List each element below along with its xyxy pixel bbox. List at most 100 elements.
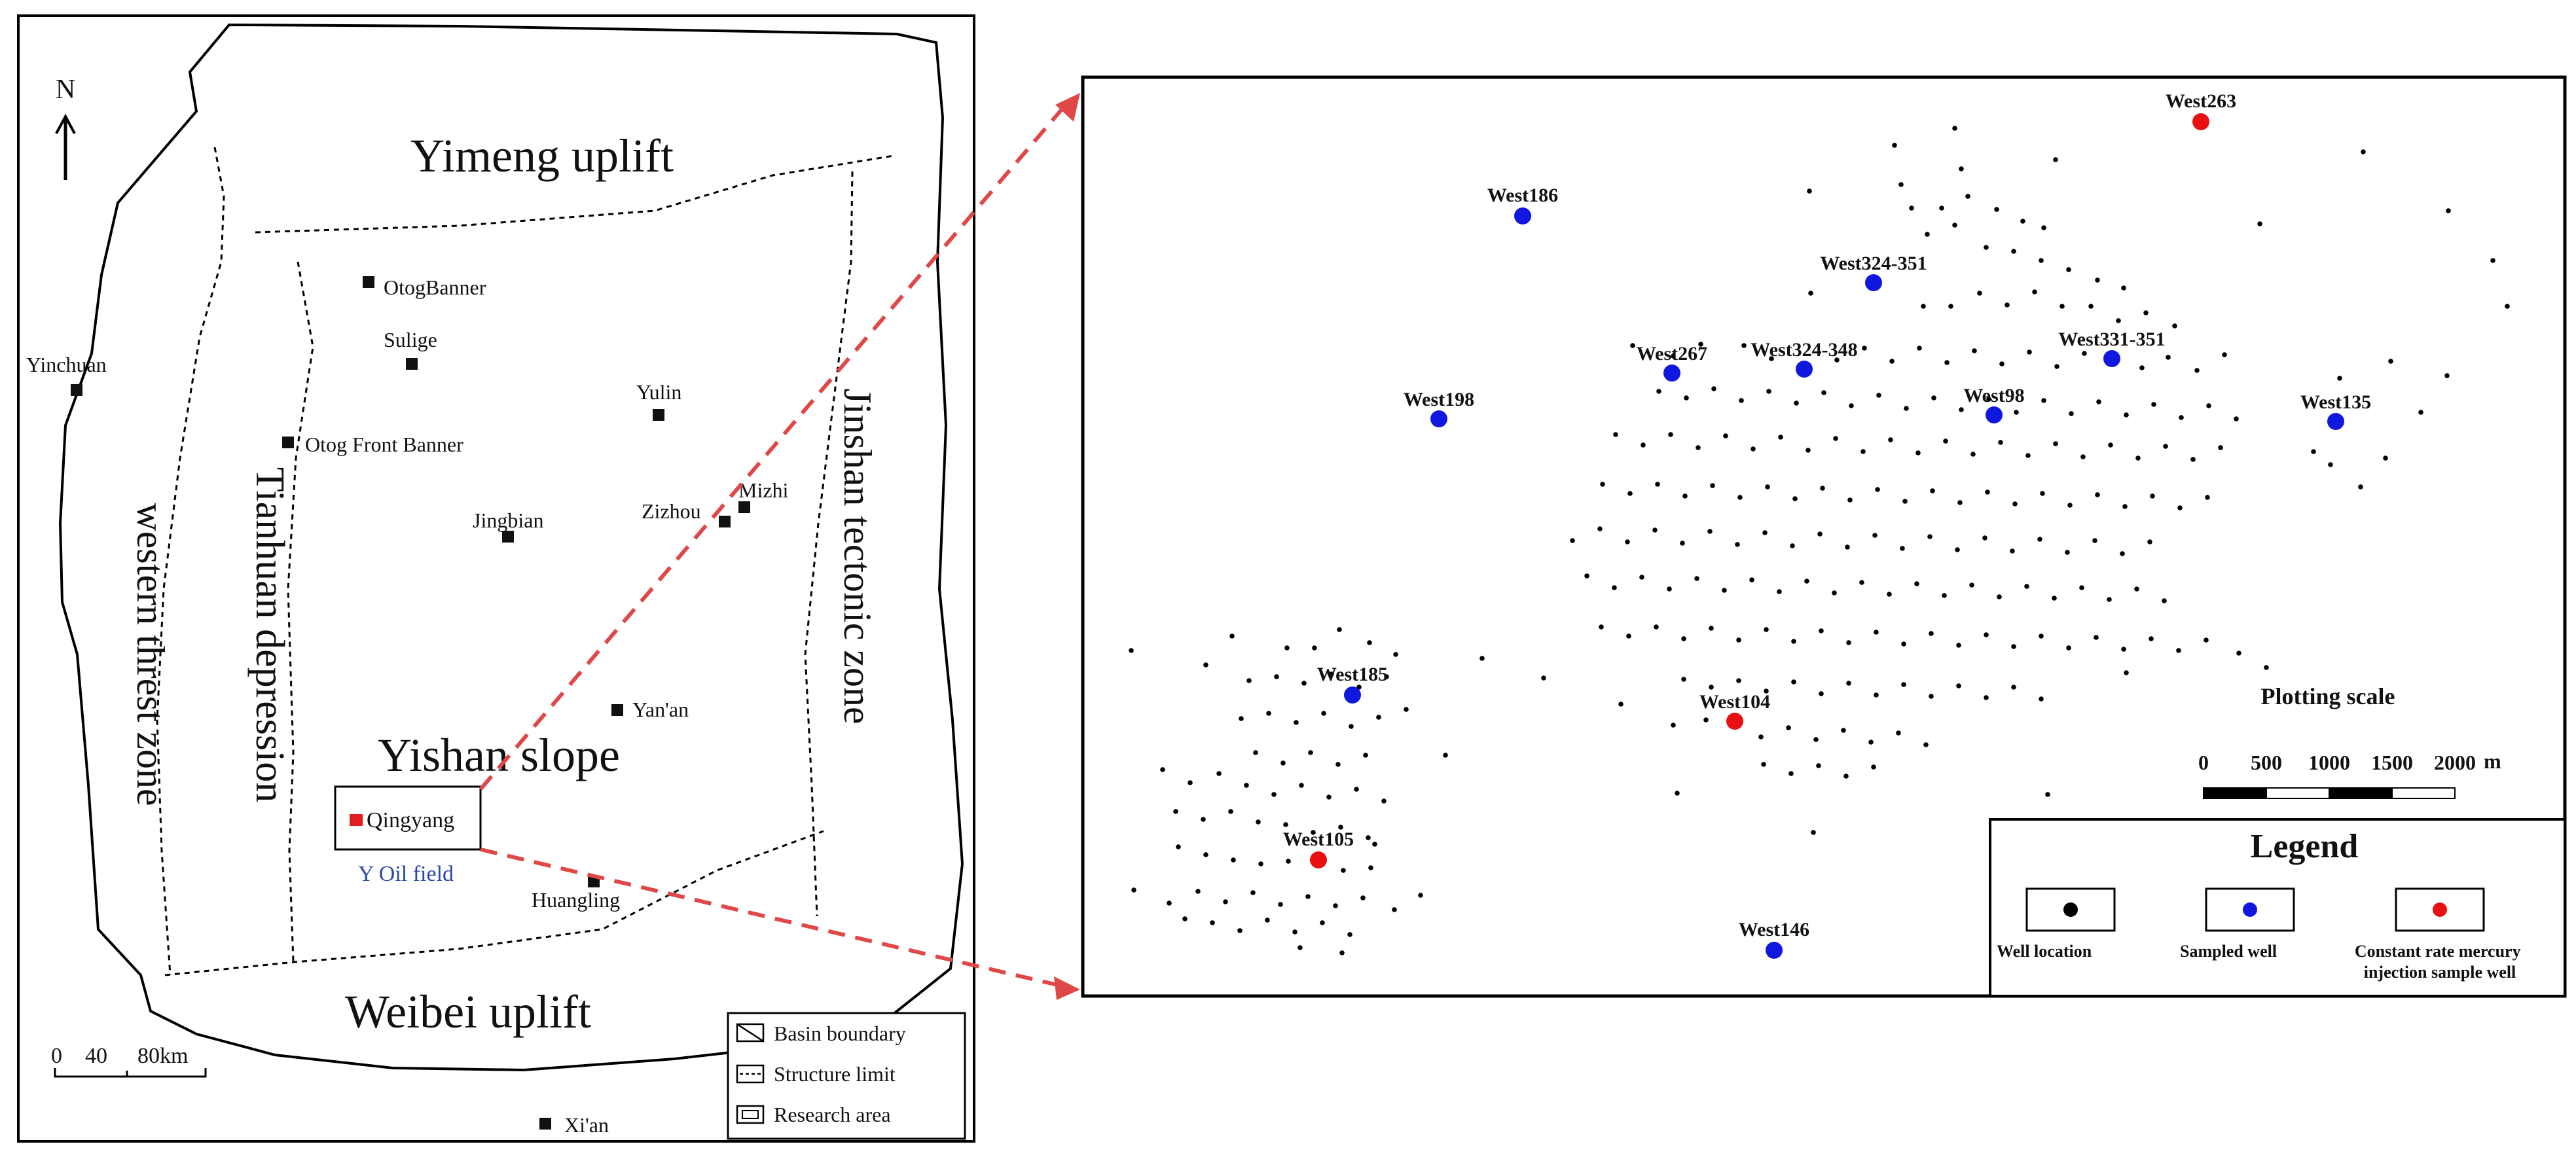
well-dot (1955, 547, 1960, 552)
well-dot (1612, 585, 1617, 590)
structure-limits (156, 147, 894, 976)
y-oil-field-label: Y Oil field (358, 862, 454, 886)
svg-text:Yinchuan: Yinchuan (26, 353, 107, 376)
well-dot (2446, 208, 2451, 213)
left-map-frame (17, 14, 975, 1143)
well-dot (2039, 696, 2044, 702)
well-dot (1265, 918, 1270, 923)
well-dot (1201, 817, 1206, 822)
well-dot (2066, 645, 2071, 651)
well-dot (1271, 792, 1277, 797)
svg-text:Xi'an: Xi'an (564, 1113, 609, 1137)
well-dot (1681, 636, 1686, 641)
well-dot (2121, 285, 2126, 291)
well-dot (1256, 819, 1261, 825)
well-dot (1860, 449, 1866, 454)
legend-structure-limit: Structure limit (736, 1062, 896, 1086)
well-dot (1711, 386, 1716, 391)
well-dot (1244, 783, 1249, 788)
well-dot (2383, 455, 2388, 461)
well-dot (2236, 651, 2241, 656)
well-dot (1335, 762, 1341, 767)
well-dot (1849, 403, 1854, 408)
well-dot (1312, 645, 1317, 651)
well-dot (1707, 529, 1713, 534)
well-dot (1618, 702, 1624, 707)
well-dot (1923, 742, 1929, 747)
well-dot (1246, 678, 1252, 683)
svg-text:1500: 1500 (2371, 751, 2413, 774)
city-otog-front-banner: Otog Front Banner (282, 433, 463, 456)
well-dot (2444, 373, 2450, 378)
well-dot (1807, 188, 1812, 194)
left-scale-bar: 0 40 80km (51, 1044, 207, 1078)
basin-boundary (58, 23, 964, 1072)
svg-text:1000: 1000 (2308, 751, 2350, 774)
well-dot (1266, 711, 1271, 716)
well-dot (2054, 364, 2059, 369)
well-dot (1764, 627, 1769, 632)
well-dot (2020, 219, 2025, 224)
region-weibei-uplift: Weibei uplift (345, 986, 591, 1038)
well-dot (1363, 753, 1368, 758)
well-dot (2011, 685, 2016, 690)
well-dot (2120, 551, 2125, 556)
well-dot (2190, 457, 2196, 462)
well-dot (1216, 771, 1222, 776)
well-dot (1709, 626, 1714, 631)
city-huangling: Huangling (532, 876, 620, 912)
well-dot (1736, 678, 1741, 683)
well-dot (1862, 346, 1867, 351)
well-dot (2065, 550, 2070, 555)
well-dot (1698, 342, 1703, 347)
well-dot (1875, 487, 1880, 492)
well-dot (2162, 598, 2167, 603)
svg-text:0: 0 (51, 1044, 62, 1068)
well-dot (1927, 534, 1932, 539)
well-dot (1942, 593, 1947, 598)
well-dot (1339, 950, 1345, 955)
well-dot (2088, 304, 2094, 309)
city-yinchuan: Yinchuan (26, 353, 107, 396)
svg-text:Zizhou: Zizhou (642, 499, 701, 523)
right-legend: Legend Well location Sampled well Consta… (1989, 818, 2566, 997)
right-map: West186 West324-351 West267 West324-348 … (1081, 75, 2567, 998)
arrowhead-lower (1054, 976, 1080, 1000)
well-dot (2040, 491, 2045, 496)
well-dot (1984, 695, 1989, 700)
well-dot (1859, 580, 1864, 585)
connector-arrow-upper (479, 103, 1068, 791)
well-dot (1404, 707, 1409, 712)
well-dot (1167, 900, 1172, 906)
well-dot (1625, 539, 1630, 544)
well-west198: West198 (1404, 389, 1474, 427)
well-dot (1902, 499, 1908, 504)
well-dot (1341, 868, 1346, 873)
well-dot (2179, 415, 2184, 420)
well-dot (2095, 277, 2100, 283)
well-dot (2122, 504, 2128, 509)
well-dot (2257, 221, 2262, 226)
well-dot (1176, 844, 1181, 849)
legend-mercury-well: Constant rate mercury injection sample w… (2355, 887, 2521, 982)
well-dot (2079, 585, 2084, 590)
well-dot (1872, 533, 1878, 538)
well-dot (1599, 624, 1604, 630)
well-dot (2150, 493, 2155, 499)
legend-well-location: Well location (1997, 887, 2116, 961)
legend-title: Legend (2251, 828, 2359, 865)
city-otog-banner: OtogBanner (363, 276, 486, 299)
sampled-wells: West186 West324-351 West267 West324-348 … (1317, 185, 2371, 959)
well-dot (1834, 357, 1840, 363)
well-dot (1888, 437, 1893, 442)
well-dot (1654, 624, 1659, 630)
well-dot (1280, 760, 1286, 766)
well-dot (2206, 403, 2211, 408)
svg-text:Yan'an: Yan'an (632, 698, 689, 721)
well-dot (1652, 527, 1658, 533)
svg-text:West324-351: West324-351 (1820, 253, 1927, 274)
qingyang-label: Qingyang (367, 808, 454, 832)
connector-arrow-lower (480, 847, 1066, 989)
well-dot (1769, 356, 1774, 361)
well-dot (1630, 343, 1635, 348)
